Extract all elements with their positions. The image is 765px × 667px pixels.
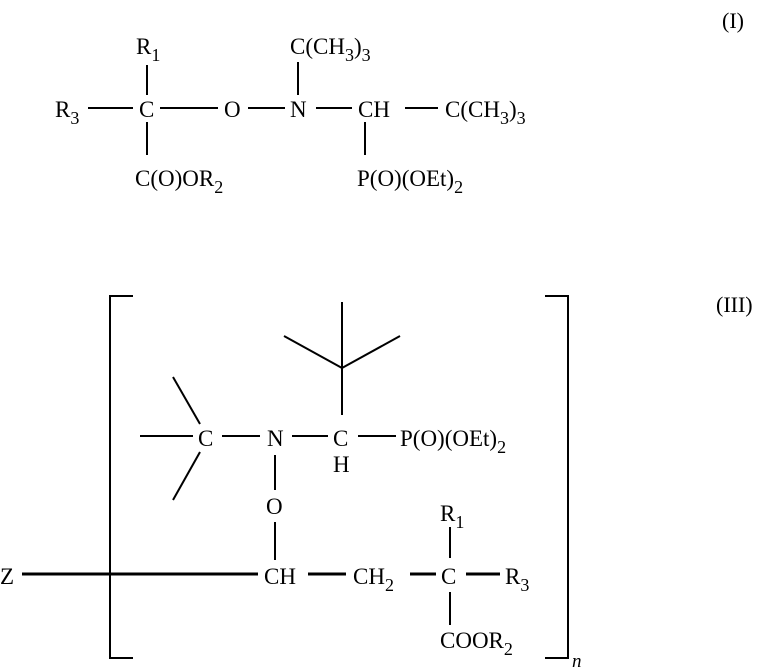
atom-c: C	[333, 426, 348, 451]
atom-r3: R3	[505, 564, 529, 595]
atom-ch2: CH2	[353, 564, 394, 595]
left-bracket	[110, 296, 133, 658]
atom-n: N	[267, 426, 284, 451]
atom-r3: R3	[55, 97, 79, 128]
group-ester: COOR2	[440, 628, 513, 659]
formula-i: (I) R1 R3 C O N CH C(CH3)3 C(CH3)3 C(O)O…	[55, 8, 744, 197]
group-tbu-right: C(CH3)3	[445, 97, 526, 128]
atom-c-tbu: C	[198, 426, 213, 451]
formula-iii: (III) n Z C N C H P(O)(OEt)2 O CH CH2 C …	[0, 292, 753, 667]
atom-r1: R1	[440, 501, 464, 532]
atom-ch: CH	[264, 564, 296, 589]
atom-r1: R1	[136, 34, 160, 65]
group-ester: C(O)OR2	[135, 166, 223, 197]
atom-h: H	[333, 452, 350, 477]
atom-ch: CH	[358, 97, 390, 122]
group-phosphonate: P(O)(OEt)2	[400, 426, 506, 457]
atom-o: O	[266, 494, 283, 519]
bonds-iii	[22, 302, 500, 625]
group-tbu-top: C(CH3)3	[290, 34, 371, 65]
atom-z: Z	[0, 564, 14, 589]
formula-iii-label: (III)	[716, 292, 753, 317]
right-bracket	[545, 296, 568, 658]
group-phosphonate: P(O)(OEt)2	[357, 166, 463, 197]
atom-c: C	[139, 97, 154, 122]
formula-i-label: (I)	[722, 8, 744, 33]
atom-n: N	[290, 97, 307, 122]
repeat-index: n	[572, 651, 582, 667]
atom-o: O	[224, 97, 241, 122]
atom-c2: C	[441, 564, 456, 589]
